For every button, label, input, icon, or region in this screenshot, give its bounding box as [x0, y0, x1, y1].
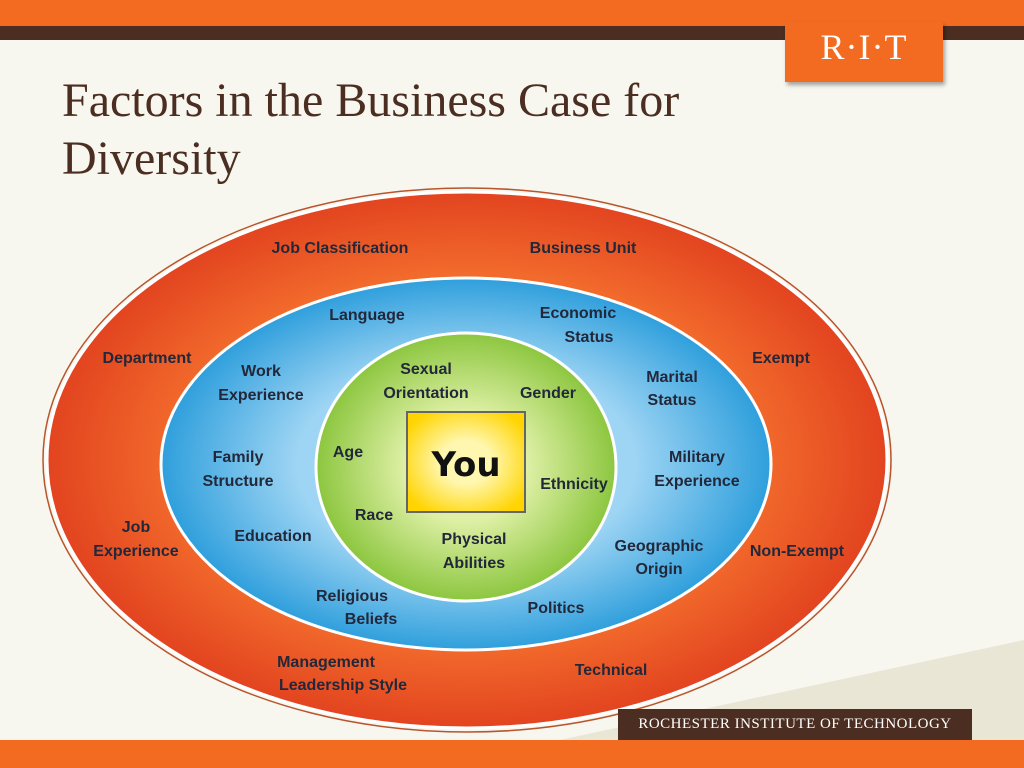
outer-label-non-exempt: Non-Exempt: [750, 543, 845, 560]
inner-label-ethnicity: Ethnicity: [540, 476, 608, 493]
top-brown-bar: [0, 26, 1024, 40]
outer-label-leadership-style: Leadership Style: [279, 677, 407, 694]
middle-label-marital-status: Status: [648, 392, 697, 409]
inner-label-age: Age: [333, 444, 363, 461]
outer-ring-border: [42, 187, 892, 733]
inner-label-abilities: Abilities: [443, 555, 505, 572]
outer-label-job-experience: Experience: [93, 543, 178, 560]
inner-label-gender: Gender: [520, 385, 576, 402]
middle-label-economic-status: Status: [565, 329, 614, 346]
you-label: You: [430, 445, 500, 485]
you-box: [406, 411, 526, 513]
footer-banner: ROCHESTER INSTITUTE OF TECHNOLOGY: [618, 709, 972, 740]
inner-label-physical: Physical: [442, 531, 507, 548]
top-orange-bar: [0, 0, 1024, 26]
middle-label-education: Education: [234, 528, 311, 545]
middle-label-military-experience: Experience: [654, 473, 739, 490]
middle-label-family: Family: [213, 449, 264, 466]
outer-label-technical: Technical: [575, 662, 648, 679]
outer-label-job: Job: [122, 519, 151, 536]
middle-label-work-experience: Experience: [218, 387, 303, 404]
inner-label-orientation: Orientation: [383, 385, 468, 402]
middle-label-family-structure: Structure: [202, 473, 273, 490]
middle-label-religious-beliefs: Beliefs: [345, 611, 398, 628]
outer-label-exempt: Exempt: [752, 350, 810, 367]
inner-label-sexual: Sexual: [400, 361, 452, 378]
middle-label-geographic: Geographic: [615, 538, 704, 555]
middle-label-marital: Marital: [646, 369, 698, 386]
middle-label-work: Work: [241, 363, 281, 380]
outer-label-business-unit: Business Unit: [530, 240, 637, 257]
outer-label-job-classification: Job Classification: [272, 240, 409, 257]
bottom-orange-bar: [0, 740, 1024, 768]
middle-label-military: Military: [669, 449, 725, 466]
middle-label-politics: Politics: [528, 600, 585, 617]
middle-label-religious: Religious: [316, 588, 388, 605]
middle-label-economic: Economic: [540, 305, 617, 322]
slide-title: Factors in the Business Case for Diversi…: [62, 74, 680, 185]
outer-label-department: Department: [103, 350, 193, 367]
inner-label-race: Race: [355, 507, 393, 524]
middle-label-language: Language: [329, 307, 405, 324]
outer-label-management: Management: [277, 654, 375, 671]
rit-logo: R·I·T: [785, 22, 943, 82]
middle-label-geographic-origin: Origin: [635, 561, 682, 578]
